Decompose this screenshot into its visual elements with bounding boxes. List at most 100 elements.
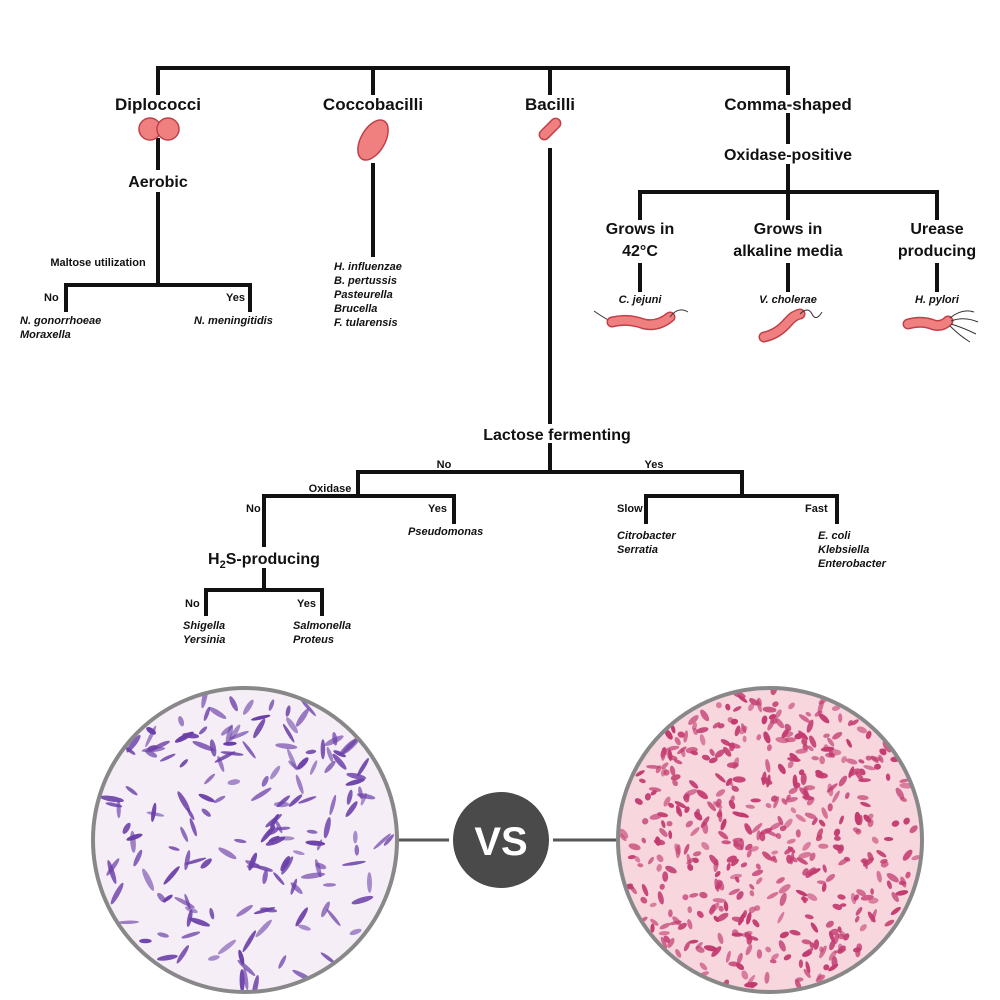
stained-cell <box>728 961 740 967</box>
stained-cell <box>783 818 793 829</box>
stained-cell <box>688 939 699 944</box>
stained-cell <box>789 752 799 762</box>
lactose-no-label: No <box>437 459 452 471</box>
stained-cell <box>715 702 722 709</box>
stained-cell <box>683 941 690 952</box>
stained-cell <box>357 758 369 777</box>
stained-cell <box>208 707 227 719</box>
stained-cell <box>714 749 725 758</box>
stained-cell <box>822 864 827 873</box>
stained-cell <box>854 915 860 923</box>
stained-cell <box>779 931 790 939</box>
stained-cell <box>295 708 309 727</box>
grows-42-line1: Grows in <box>606 221 674 238</box>
stained-cell <box>712 898 726 903</box>
stained-cell <box>265 836 286 846</box>
stained-cell <box>659 828 668 837</box>
stained-cell <box>666 745 680 751</box>
stained-cell <box>828 963 839 972</box>
stained-cell <box>242 930 257 953</box>
stained-cell <box>306 829 318 834</box>
stained-cell <box>275 820 283 834</box>
stained-cell <box>799 787 810 799</box>
stained-cell <box>305 749 317 755</box>
stained-cell <box>253 718 266 739</box>
stained-cell <box>789 929 801 936</box>
stained-cell <box>855 828 862 835</box>
stained-cell <box>831 705 841 711</box>
stained-cell <box>777 815 784 826</box>
stained-cell <box>905 871 911 879</box>
stained-cell <box>383 834 395 846</box>
stained-cell <box>713 859 719 873</box>
stained-cell <box>341 860 366 866</box>
stained-cell <box>899 778 909 783</box>
stained-cell <box>660 936 668 949</box>
stained-cell <box>142 868 155 891</box>
stained-cell <box>871 836 879 844</box>
species-f-tularensis: F. tularensis <box>334 317 398 329</box>
stained-cell <box>717 932 724 944</box>
stained-cell <box>714 871 721 878</box>
h2s-no-label: No <box>185 598 200 610</box>
stained-cell <box>867 813 874 820</box>
stained-cell <box>238 949 245 966</box>
stained-cell <box>771 953 779 961</box>
stained-cell <box>874 763 881 770</box>
stained-cell <box>666 820 673 827</box>
stained-cell <box>674 737 681 746</box>
stained-cell <box>243 967 249 991</box>
species-yersinia: Yersinia <box>183 634 225 646</box>
stained-cell <box>764 829 778 837</box>
stained-cell <box>745 804 755 809</box>
stained-cell <box>177 791 191 813</box>
species-pseudomonas: Pseudomonas <box>408 526 483 538</box>
stained-cell <box>795 889 808 897</box>
stained-cell <box>690 750 698 756</box>
stained-cell <box>845 758 858 765</box>
stained-cell <box>251 974 259 992</box>
stained-cell <box>201 808 211 817</box>
stained-cell <box>703 945 718 952</box>
stained-cell <box>251 787 272 801</box>
stained-cell <box>320 739 326 760</box>
stained-cell <box>326 909 341 927</box>
stained-cell <box>690 827 700 837</box>
stained-cell <box>663 796 671 807</box>
stained-cell <box>332 731 338 746</box>
vs-badge: VS <box>449 788 553 892</box>
stained-cell <box>305 840 326 846</box>
lactose-fermenting-label: Lactose fermenting <box>483 427 631 444</box>
stained-cell <box>834 835 841 841</box>
stained-cell <box>179 759 188 768</box>
stained-cell <box>687 863 694 871</box>
stained-cell <box>810 922 819 933</box>
stained-cell <box>682 894 689 901</box>
stained-cell <box>788 787 798 795</box>
stained-cell <box>817 700 824 714</box>
stained-cell <box>766 744 772 752</box>
stained-cell <box>775 832 782 840</box>
stained-cell <box>668 802 675 808</box>
stained-cell <box>766 892 779 900</box>
grows-alkaline-line2: alkaline media <box>733 243 842 260</box>
stained-cell <box>677 731 685 738</box>
stained-cell <box>860 801 871 808</box>
stained-cell <box>657 812 669 818</box>
stained-cell <box>188 917 211 927</box>
stained-cell <box>261 775 269 787</box>
stained-cell <box>819 945 827 959</box>
h2s-producing-label: H2S-producing <box>208 551 320 571</box>
species-klebsiella: Klebsiella <box>818 544 869 556</box>
grows-42-line2: 42°C <box>622 243 658 260</box>
stained-cell <box>749 883 755 890</box>
stained-cell <box>856 943 863 951</box>
stained-cell <box>818 713 830 724</box>
stained-cell <box>288 794 303 807</box>
stained-cell <box>292 850 305 856</box>
stained-cell <box>701 754 711 761</box>
stained-cell <box>756 734 762 741</box>
stained-cell <box>740 862 748 868</box>
stained-cell <box>695 941 703 949</box>
